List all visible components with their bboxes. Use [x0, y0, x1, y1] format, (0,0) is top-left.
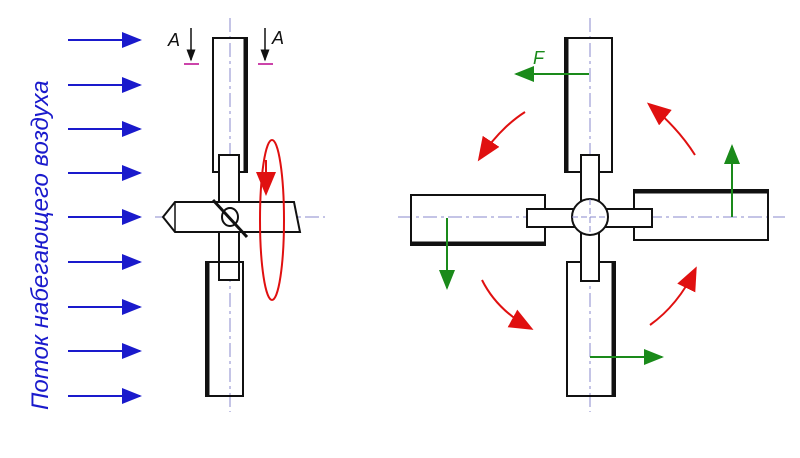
rotation-arrow	[259, 139, 285, 301]
rotation-arrow	[649, 266, 697, 326]
bottom-arm	[218, 231, 240, 281]
right-arm	[604, 208, 653, 228]
right-blade	[633, 189, 769, 241]
flow-label: Поток набегающего воздуха	[27, 80, 54, 410]
rotation-arrows	[477, 102, 697, 330]
top-arm	[218, 154, 240, 204]
bottom-blade	[566, 261, 616, 397]
top-arm	[580, 154, 600, 204]
bottom-blade	[205, 261, 244, 397]
section-label-left: A	[167, 30, 180, 50]
rotation-arrow	[481, 279, 534, 330]
front-view: F	[398, 18, 785, 412]
rotation-arrow	[477, 111, 526, 162]
force-arrows	[439, 66, 740, 365]
bottom-arm	[580, 230, 600, 282]
top-blade	[564, 37, 613, 173]
side-view: A A	[155, 18, 325, 412]
airflow-arrows	[68, 32, 142, 404]
hub	[221, 207, 239, 227]
force-label: F	[533, 48, 545, 68]
rotation-arrow	[646, 102, 696, 156]
shaft	[161, 201, 302, 233]
left-arm	[526, 208, 576, 228]
section-label-right: A	[271, 28, 284, 48]
left-blade	[410, 194, 546, 246]
